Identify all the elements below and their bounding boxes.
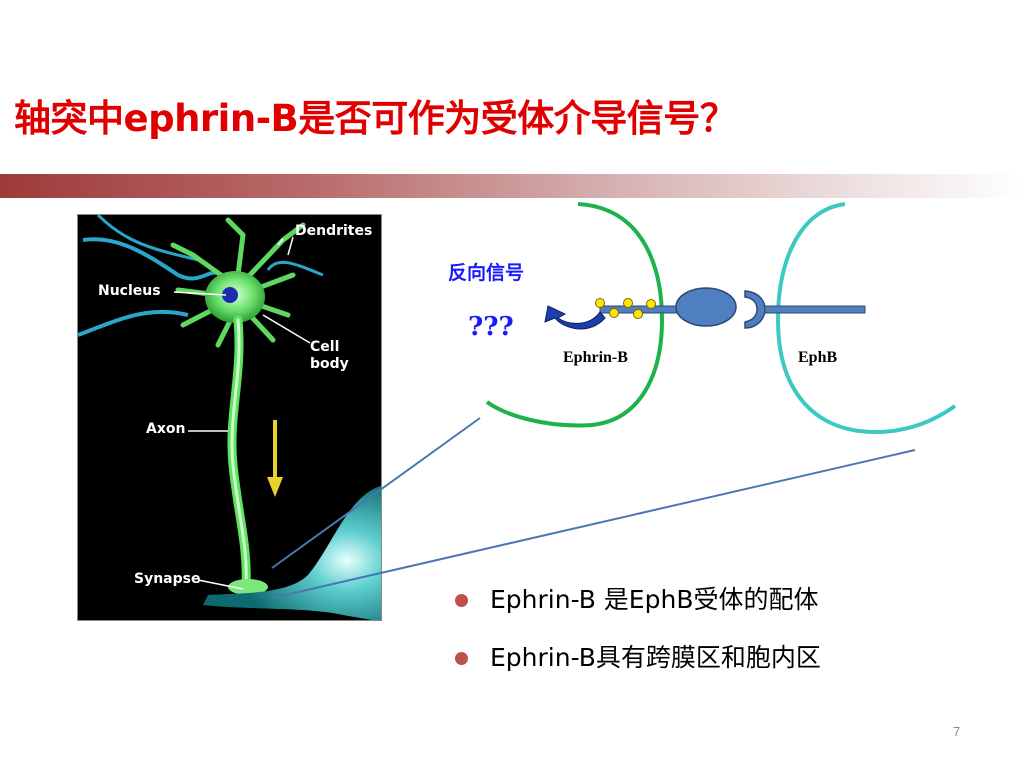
ephrin-b-label: Ephrin-B bbox=[563, 349, 628, 366]
bullet-text: Ephrin-B 是EphB受体的配体 bbox=[490, 585, 819, 614]
label-axon: Axon bbox=[146, 421, 186, 437]
label-cell-body: Cell body bbox=[310, 339, 349, 372]
bullet-list: Ephrin-B 是EphB受体的配体 Ephrin-B具有跨膜区和胞内区 bbox=[452, 580, 821, 696]
bullet-item: Ephrin-B具有跨膜区和胞内区 bbox=[452, 638, 821, 696]
bullet-item: Ephrin-B 是EphB受体的配体 bbox=[452, 580, 821, 638]
zoom-line-lower bbox=[271, 449, 916, 599]
bullet-text: Ephrin-B具有跨膜区和胞内区 bbox=[490, 643, 821, 672]
label-nucleus: Nucleus bbox=[98, 283, 161, 299]
question-marks: ??? bbox=[468, 312, 514, 342]
title-gradient-bar bbox=[0, 174, 1024, 198]
zoom-line-upper bbox=[271, 417, 481, 569]
ephrin-ligand-domain bbox=[675, 287, 737, 327]
label-synapse: Synapse bbox=[134, 571, 201, 587]
neuron-drawing bbox=[78, 215, 381, 620]
slide-title: 轴突中ephrin-B是否可作为受体介导信号？ bbox=[14, 97, 737, 140]
page-number: 7 bbox=[953, 724, 961, 739]
bullet-dot-icon bbox=[455, 594, 468, 607]
reverse-signal-label: 反向信号 bbox=[448, 262, 525, 284]
ephb-stalk bbox=[764, 305, 866, 314]
ephrin-cell-membrane bbox=[485, 202, 665, 428]
ephb-label: EphB bbox=[798, 349, 838, 366]
ephb-cell-membrane bbox=[775, 202, 957, 435]
ephb-receptor-binding bbox=[744, 290, 766, 329]
reverse-signal-arrow-icon bbox=[544, 305, 606, 330]
phosphorylation-dots bbox=[595, 298, 656, 319]
neuron-illustration: Dendrites Nucleus Cell body Axon Synapse bbox=[77, 214, 382, 621]
bullet-dot-icon bbox=[455, 652, 468, 665]
label-dendrites: Dendrites bbox=[295, 223, 373, 239]
